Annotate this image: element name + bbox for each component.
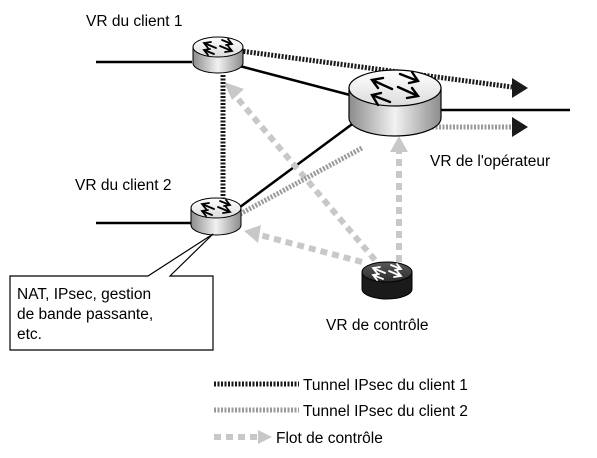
legend-label-tunnel1: Tunnel IPsec du client 1 xyxy=(303,377,468,394)
label-client2: VR du client 2 xyxy=(75,177,172,194)
link-client1-operator xyxy=(231,62,351,97)
legend-label-tunnel2: Tunnel IPsec du client 2 xyxy=(303,403,468,420)
router-arrows-icon xyxy=(200,199,232,217)
tunnel-client2-arrowhead xyxy=(512,117,528,137)
label-operator: VR de l'opérateur xyxy=(430,153,550,170)
legend-label-control-flow: Flot de contrôle xyxy=(276,430,383,447)
tunnel-client2-diagonal xyxy=(238,145,364,217)
label-client1: VR du client 1 xyxy=(86,13,183,30)
callout-line-3: etc. xyxy=(17,326,42,343)
control-flow-arrowhead xyxy=(224,82,244,100)
control-flow-to-client1 xyxy=(229,90,378,262)
router-arrows-icon xyxy=(371,263,403,281)
router-operator xyxy=(348,69,442,137)
label-control: VR de contrôle xyxy=(326,317,429,334)
router-client2 xyxy=(190,197,242,236)
control-flow-arrowhead xyxy=(244,225,261,243)
callout-line-1: NAT, IPsec, gestion xyxy=(17,286,151,303)
legend-swatch-control-arrowhead xyxy=(258,430,272,444)
legend: Tunnel IPsec du client 1 Tunnel IPsec du… xyxy=(214,377,468,447)
router-client1 xyxy=(192,36,244,74)
control-flow-to-client2 xyxy=(255,231,363,265)
router-arrows-icon xyxy=(202,38,234,56)
tunnel-client1-horizontal xyxy=(232,47,513,90)
router-control xyxy=(361,261,413,300)
control-flow-arrowhead xyxy=(390,136,408,152)
router-arrows-icon xyxy=(369,70,421,107)
control-flows xyxy=(224,82,408,265)
callout-box xyxy=(9,233,214,351)
callout: NAT, IPsec, gestion de bande passante, e… xyxy=(9,233,214,351)
network-links xyxy=(96,60,570,225)
callout-line-2: de bande passante, xyxy=(17,306,153,323)
tunnel-client1-arrowhead xyxy=(512,78,528,98)
